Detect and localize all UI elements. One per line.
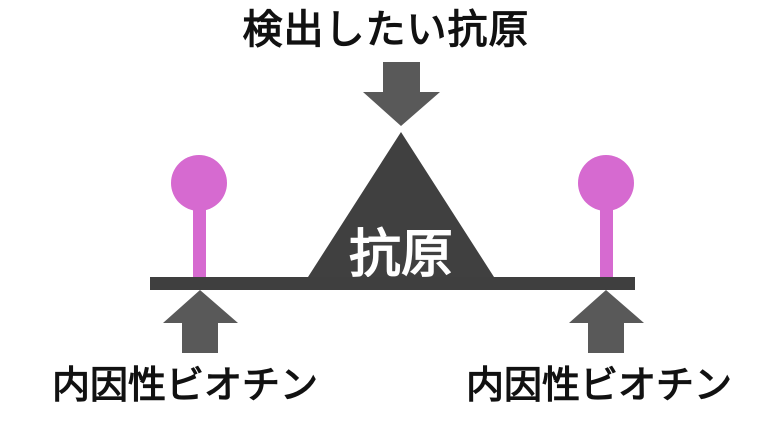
biotin-marker-right [578, 155, 634, 277]
biotin-marker-left [171, 155, 227, 277]
arrow-up-icon [163, 290, 238, 353]
target-antigen-label: 検出したい抗原 [242, 7, 530, 53]
lollipop-pin-icon [193, 202, 206, 277]
antigen-label: 抗原 [349, 225, 453, 285]
arrow-down-icon [363, 62, 440, 126]
antigen-triangle [308, 132, 494, 277]
biotin-head-left [171, 155, 227, 211]
arrow-up-icon [569, 290, 644, 353]
biotin-label-right: 内因性ビオチン [466, 363, 733, 407]
base-bar [150, 277, 635, 290]
biotin-head-right [578, 155, 634, 211]
biotin-label-left: 内因性ビオチン [52, 363, 319, 407]
lollipop-pin-icon [600, 202, 613, 277]
